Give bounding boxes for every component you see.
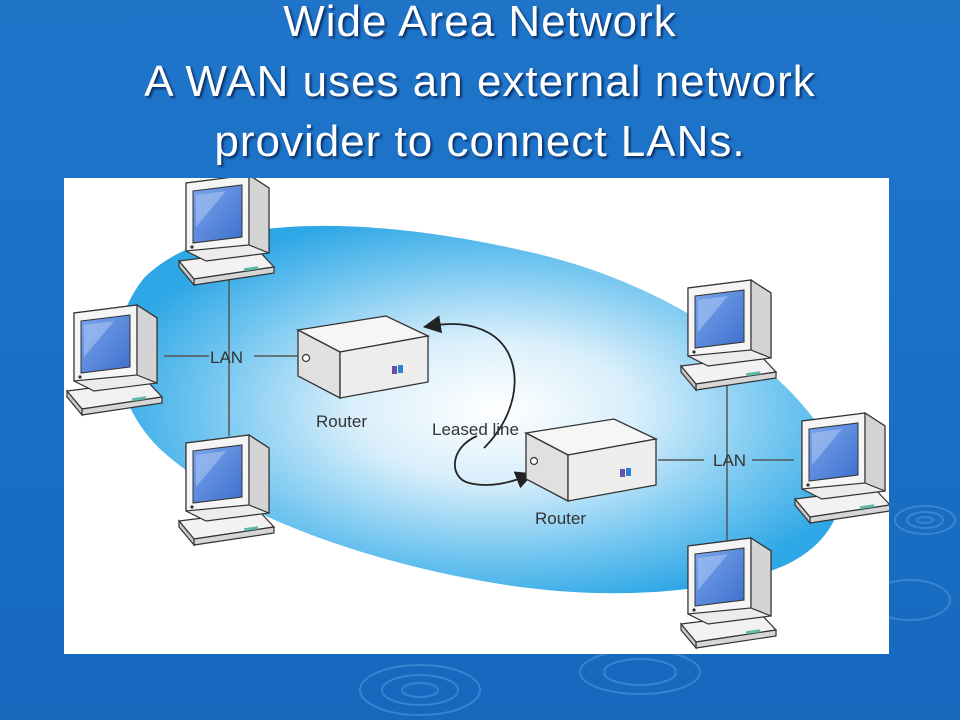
left-lan-label: LAN [210,348,244,367]
slide-title: Wide Area Network A WAN uses an external… [0,0,960,172]
right-lan-label: LAN [713,451,747,470]
leased-line-label: Leased line [432,420,519,439]
computer-icon [66,304,163,416]
wan-diagram-graphic [66,178,889,649]
wan-diagram: LAN LAN Router Router Leased line [64,178,889,654]
right-lan-connections [658,380,794,548]
leased-line-arrow-top [422,315,516,449]
left-router-label: Router [316,412,368,431]
computer-icon [794,412,889,524]
wan-cloud [117,225,842,594]
title-line-1: Wide Area Network [283,0,677,46]
computer-icon [680,537,777,649]
right-router-label: Router [535,509,587,528]
computer-icon [178,178,275,286]
router-icon [297,315,429,399]
left-lan-connections [164,276,298,436]
leased-line-arrow-bottom [454,435,534,489]
title-line-3: provider to connect LANs. [214,117,746,166]
computer-icon [680,279,777,391]
title-line-2: A WAN uses an external network [144,57,816,106]
computer-icon [178,434,275,546]
router-icon [525,418,657,502]
